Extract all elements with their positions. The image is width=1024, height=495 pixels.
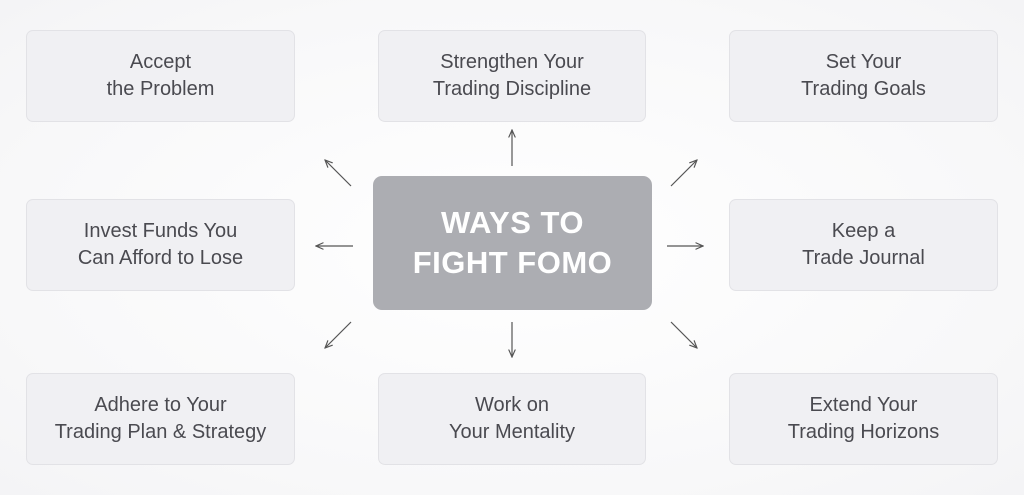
arrow-to-top-right xyxy=(670,160,697,187)
arrow-to-bottom-right xyxy=(670,321,697,348)
arrow-to-top-left xyxy=(325,160,352,187)
node-line-2: Trading Horizons xyxy=(787,421,940,443)
node-line-1: Keep a xyxy=(831,220,896,242)
node-line-2: Trading Plan & Strategy xyxy=(54,421,267,443)
node-line-1: Adhere to Your xyxy=(94,394,227,416)
center-title-line-1: WAYS TO xyxy=(440,205,585,240)
node-keep-trade-journal: Keep a Trade Journal xyxy=(729,199,998,291)
node-set-trading-goals: Set Your Trading Goals xyxy=(729,30,998,122)
node-line-2: Trade Journal xyxy=(802,247,925,269)
node-strengthen-discipline: Strengthen Your Trading Discipline xyxy=(378,30,646,122)
center-node: WAYS TO FIGHT FOMO xyxy=(373,176,652,310)
node-work-on-mentality: Work on Your Mentality xyxy=(378,373,646,465)
node-line-1: Invest Funds You xyxy=(83,220,238,242)
node-line-1: Extend Your xyxy=(809,394,918,416)
node-adhere-to-plan: Adhere to Your Trading Plan & Strategy xyxy=(26,373,295,465)
node-line-2: the Problem xyxy=(106,78,215,100)
node-line-2: Trading Discipline xyxy=(432,78,592,100)
node-accept-the-problem: Accept the Problem xyxy=(26,30,295,122)
center-title-line-2: FIGHT FOMO xyxy=(412,245,613,280)
node-extend-horizons: Extend Your Trading Horizons xyxy=(729,373,998,465)
node-line-1: Strengthen Your xyxy=(440,51,584,73)
node-line-1: Accept xyxy=(129,51,192,73)
node-line-1: Set Your xyxy=(825,51,902,73)
node-line-2: Trading Goals xyxy=(801,78,926,100)
node-line-2: Your Mentality xyxy=(449,421,575,443)
arrow-to-bottom-left xyxy=(325,321,352,348)
node-invest-affordable-funds: Invest Funds You Can Afford to Lose xyxy=(26,199,295,291)
node-line-1: Work on xyxy=(474,394,550,416)
node-line-2: Can Afford to Lose xyxy=(77,247,244,269)
